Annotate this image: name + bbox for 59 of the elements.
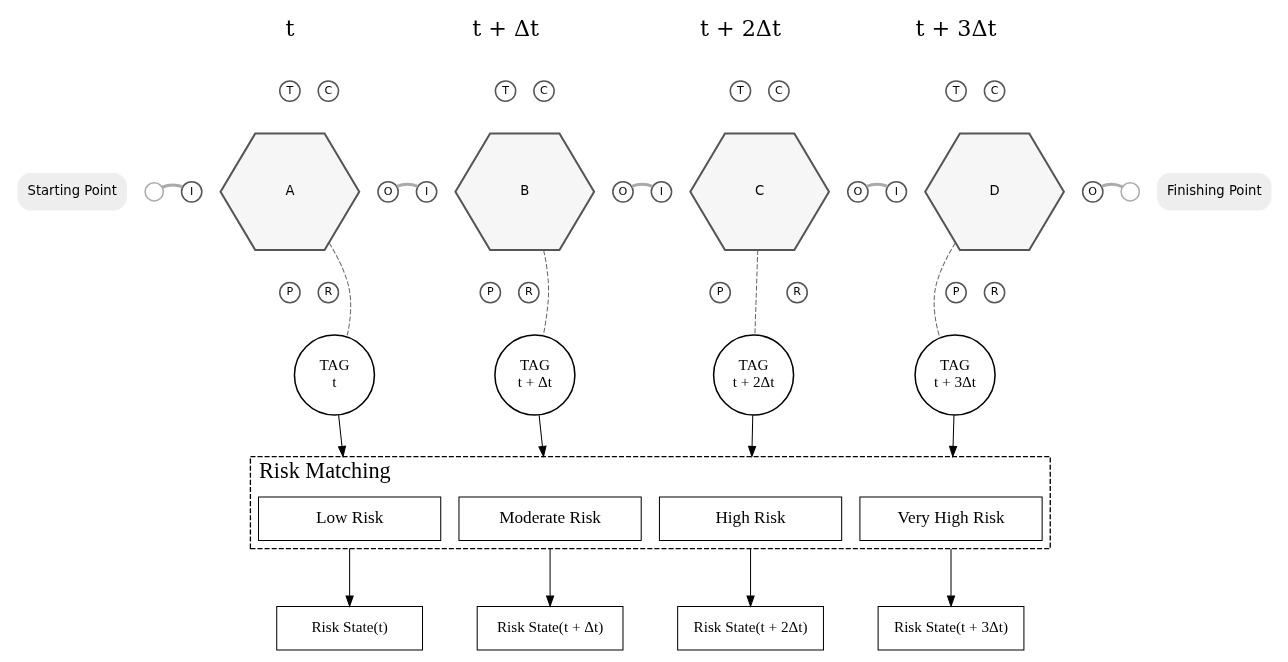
arrow: [747, 414, 756, 459]
connector: [933, 242, 956, 339]
node-box: Moderate Risk: [457, 496, 642, 542]
label: t + 2Δt: [699, 14, 781, 41]
arrow: [946, 548, 955, 608]
connector: [630, 182, 653, 188]
node-circle: C: [983, 80, 1005, 102]
node-circle: I: [415, 180, 437, 203]
node-circle: I: [180, 180, 203, 203]
node-circle: I: [650, 180, 672, 203]
node-box: Low Risk: [257, 496, 441, 542]
node-circle: O: [376, 180, 399, 203]
node-box: High Risk: [658, 496, 842, 542]
node-circle: O: [611, 180, 634, 203]
node-circle: TAG t: [293, 334, 375, 416]
node-circle: TAG t + Δt: [493, 334, 576, 416]
node-circle: TAG t + 3Δt: [913, 334, 996, 416]
node-circle: TAG t + 2Δt: [712, 334, 794, 416]
connector: [1100, 182, 1123, 189]
arrow: [745, 548, 755, 608]
label: t: [284, 14, 294, 41]
label: t + 3Δt: [915, 14, 997, 41]
node-circle: P: [708, 281, 731, 304]
node-circle: R: [517, 281, 540, 304]
arrow: [948, 414, 957, 459]
node-circle: [143, 181, 164, 202]
node-circle: O: [846, 180, 869, 203]
node-circle: R: [785, 281, 808, 304]
connector: [865, 182, 888, 188]
node-box: Risk State(t + Δt): [476, 605, 623, 651]
arrow: [545, 548, 554, 608]
node-circle: P: [478, 281, 501, 304]
node-circle: C: [767, 80, 790, 102]
connector: [395, 182, 418, 188]
connector: [542, 249, 549, 337]
arrow: [337, 414, 346, 459]
node-circle: I: [884, 180, 907, 203]
label: t + Δt: [471, 14, 539, 41]
connector: [753, 249, 758, 336]
arrow: [537, 414, 547, 459]
node-circle: R: [317, 281, 339, 304]
node-circle: T: [944, 80, 967, 102]
node-circle: T: [278, 80, 301, 102]
node-circle: P: [278, 281, 301, 304]
node-box: Risk State(t + 2Δt): [676, 605, 824, 651]
node-circle: P: [944, 281, 967, 304]
node-box: Risk State(t): [275, 605, 423, 651]
node-circle: [1119, 181, 1140, 202]
arrow: [344, 548, 354, 608]
node-circle: T: [729, 80, 751, 102]
node-circle: T: [494, 80, 516, 102]
node-circle: O: [1081, 180, 1104, 203]
node-box: Risk State(t + 3Δt): [877, 605, 1024, 651]
connector: [161, 183, 183, 189]
node-circle: R: [983, 281, 1005, 304]
node-circle: C: [317, 80, 339, 102]
node-box: Very High Risk: [858, 496, 1043, 542]
node-circle: C: [532, 80, 555, 102]
connector: [328, 242, 351, 338]
